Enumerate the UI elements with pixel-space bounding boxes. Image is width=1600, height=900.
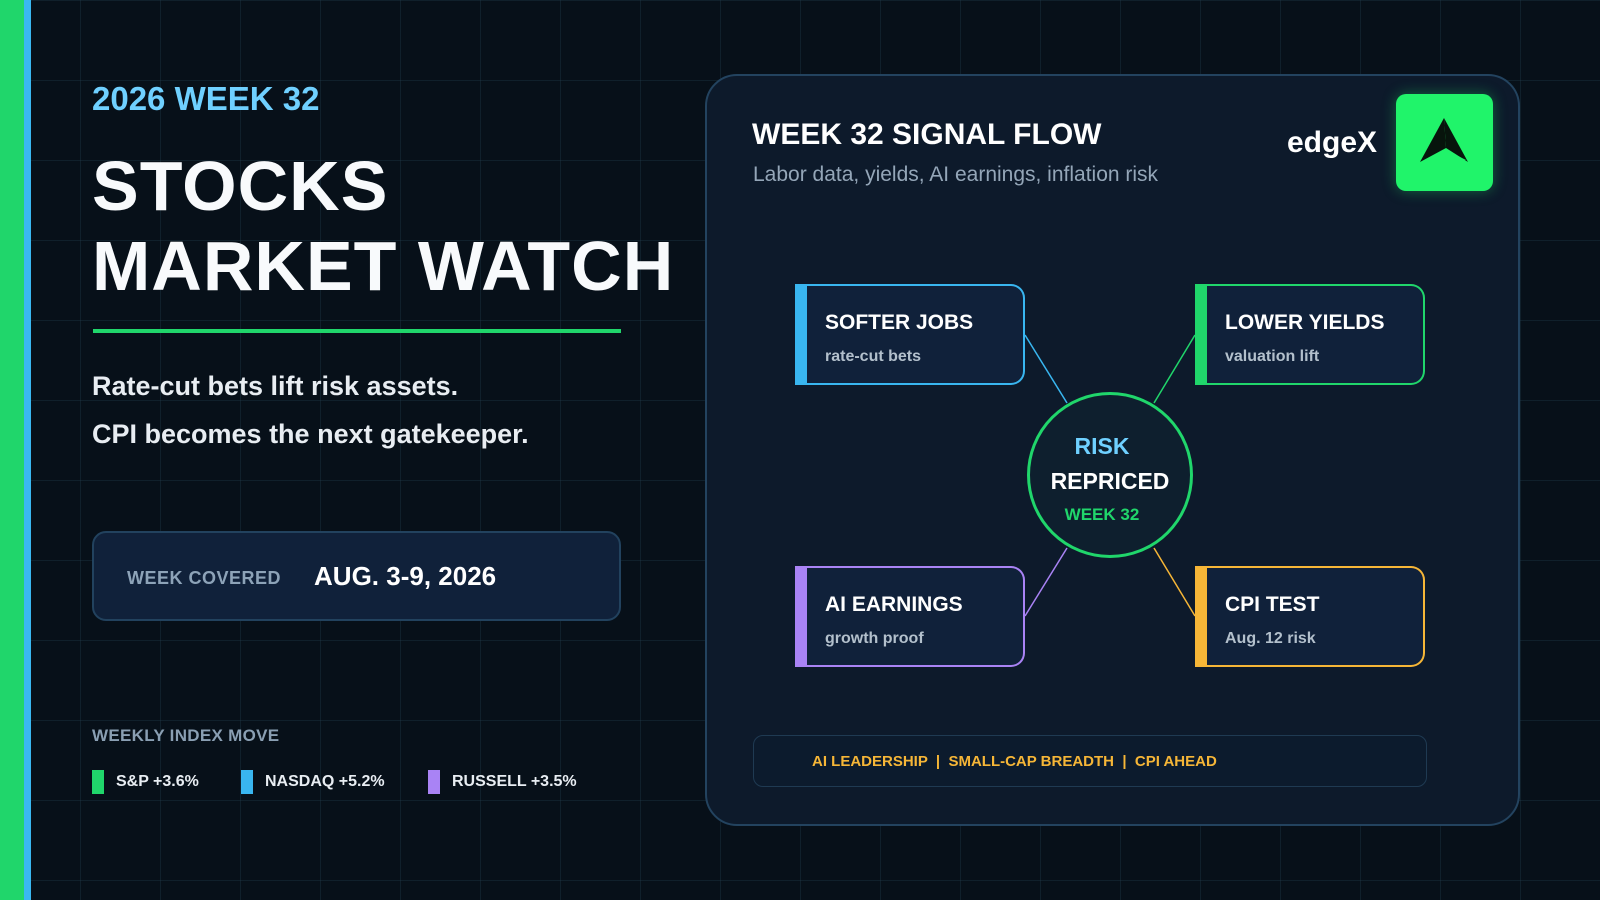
- hub-top-label: RISK: [1074, 433, 1130, 459]
- node-subtitle: valuation lift: [1225, 348, 1320, 365]
- node-subtitle: rate-cut bets: [825, 348, 922, 365]
- index-swatch-sp: [92, 770, 104, 794]
- left-accent-bar: [0, 0, 31, 900]
- index-item-nasdaq: NASDAQ +5.2%: [241, 770, 385, 794]
- page-title: STOCKS MARKET WATCH: [92, 146, 674, 306]
- hub-risk-repriced: RISK REPRICED WEEK 32: [1027, 392, 1193, 558]
- connector-softer-jobs: [1024, 334, 1068, 404]
- brand-name: edgeX: [1287, 126, 1378, 159]
- tagline-bar: AI LEADERSHIP | SMALL-CAP BREADTH | CPI …: [753, 735, 1427, 787]
- summary-text: Rate-cut bets lift risk assets. CPI beco…: [92, 362, 529, 458]
- page-title-line-1: STOCKS: [92, 147, 389, 225]
- connector-ai-earnings: [1024, 547, 1068, 617]
- node-cpi-test: CPI TEST Aug. 12 risk: [1195, 566, 1425, 667]
- week-covered-value: AUG. 3-9, 2026: [314, 560, 497, 591]
- title-divider: [93, 329, 621, 333]
- node-lower-yields: LOWER YIELDS valuation lift: [1195, 284, 1425, 385]
- node-title: SOFTER JOBS: [825, 311, 974, 334]
- panel-title: WEEK 32 SIGNAL FLOW: [752, 118, 1102, 151]
- node-title: LOWER YIELDS: [1225, 311, 1385, 334]
- node-ai-earnings: AI EARNINGS growth proof: [795, 566, 1025, 667]
- panel-subtitle: Labor data, yields, AI earnings, inflati…: [753, 163, 1159, 186]
- index-item-russell: RUSSELL +3.5%: [428, 770, 577, 794]
- summary-line-1: Rate-cut bets lift risk assets.: [92, 371, 459, 401]
- index-item-sp: S&P +3.6%: [92, 770, 199, 794]
- week-covered-label: WEEK COVERED: [127, 567, 282, 588]
- node-softer-jobs: SOFTER JOBS rate-cut bets: [795, 284, 1025, 385]
- node-subtitle: growth proof: [825, 630, 924, 647]
- connector-lower-yields: [1153, 334, 1196, 404]
- node-title: CPI TEST: [1225, 593, 1320, 616]
- node-title: AI EARNINGS: [825, 593, 963, 616]
- brand-logo: [1396, 94, 1493, 191]
- connector-cpi-test: [1153, 547, 1196, 617]
- summary-line-2: CPI becomes the next gatekeeper.: [92, 419, 529, 449]
- hub-main-label: REPRICED: [1050, 468, 1170, 494]
- week-covered-box: WEEK COVERED AUG. 3-9, 2026: [92, 531, 621, 621]
- index-label-nasdaq: NASDAQ +5.2%: [265, 773, 385, 790]
- hub-week-label: WEEK 32: [1064, 505, 1140, 524]
- page-title-line-2: MARKET WATCH: [92, 227, 675, 305]
- node-subtitle: Aug. 12 risk: [1225, 630, 1316, 647]
- index-swatch-russell: [428, 770, 440, 794]
- index-swatch-nasdaq: [241, 770, 253, 794]
- week-kicker: 2026 WEEK 32: [92, 80, 320, 117]
- tagline-text: AI LEADERSHIP | SMALL-CAP BREADTH | CPI …: [812, 752, 1217, 770]
- index-label-russell: RUSSELL +3.5%: [452, 773, 577, 790]
- index-label-sp: S&P +3.6%: [116, 773, 199, 790]
- index-move-title: WEEKLY INDEX MOVE: [92, 726, 280, 745]
- triangle-arrow-logo-icon: [1420, 118, 1468, 162]
